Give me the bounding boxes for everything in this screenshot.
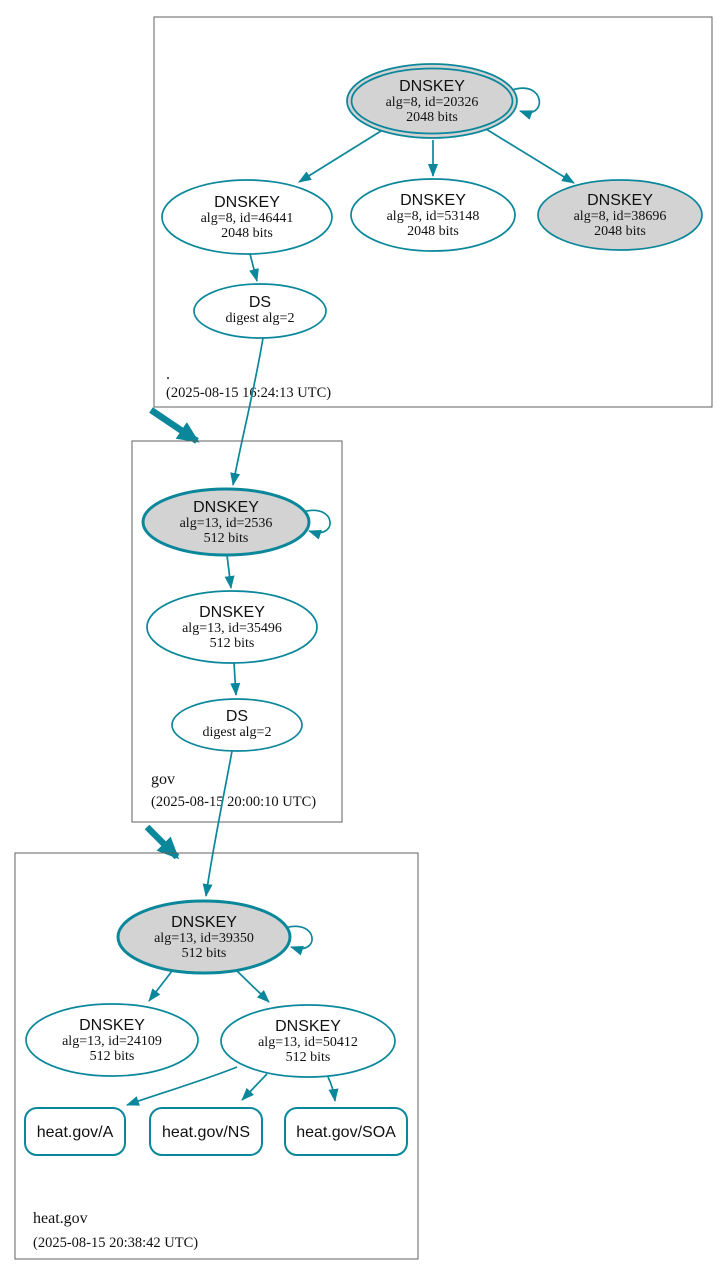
edge-root-ksk-to-dnskey-46441 (298, 130, 382, 183)
root-ds-ellipse (193, 283, 327, 339)
dnskey-39350-ellipse (116, 899, 292, 975)
rrset-heatgov-a-rect (24, 1107, 126, 1156)
dnskey-50412-title: DNSKEY (275, 1018, 341, 1035)
zone-root-label: . (166, 366, 170, 383)
node-rrset-heatgov-a[interactable]: heat.gov/A (24, 1107, 126, 1156)
edge-heatgov-ksk-to-dnskey-24109 (148, 970, 173, 1002)
gov-ds-digest: digest alg=2 (203, 725, 272, 740)
dnskey-50412-bits: 512 bits (286, 1050, 331, 1065)
node-gov-ds[interactable]: DS digest alg=2 (171, 698, 303, 752)
dnskey-38696-title: DNSKEY (587, 192, 653, 209)
dnskey-46441-title: DNSKEY (214, 194, 280, 211)
node-dnskey-39350[interactable]: DNSKEY alg=13, id=39350 512 bits (116, 899, 292, 975)
dnskey-50412-ellipse (220, 1004, 396, 1078)
dnskey-53148-bits: 2048 bits (407, 224, 459, 239)
edge-dnskey-50412-to-rrset-soa (327, 1076, 339, 1102)
dnskey-46441-alg-id: alg=8, id=46441 (201, 211, 294, 226)
edge-root-ksk-to-dnskey-38696 (485, 128, 575, 184)
zone-root-timestamp: (2025-08-15 16:24:13 UTC) (166, 385, 331, 401)
root-ds-digest: digest alg=2 (226, 311, 295, 326)
edge-heatgov-ksk-selfloop (284, 925, 313, 956)
zone-heatgov: DNSKEY alg=13, id=39350 512 bits DNSKEY … (14, 852, 419, 1260)
edge-dnskey-50412-to-rrset-a (126, 1066, 238, 1106)
node-dnskey-50412[interactable]: DNSKEY alg=13, id=50412 512 bits (220, 1004, 396, 1078)
dnskey-20326-alg-id: alg=8, id=20326 (386, 95, 479, 110)
zone-gov-timestamp: (2025-08-15 20:00:10 UTC) (151, 794, 316, 810)
dnskey-24109-alg-id: alg=13, id=24109 (62, 1034, 162, 1049)
rrset-heatgov-ns-label: heat.gov/NS (162, 1124, 250, 1141)
edge-root-ksk-selfloop (511, 87, 541, 120)
dnskey-35496-ellipse (146, 590, 318, 664)
dnskey-2536-title: DNSKEY (193, 499, 259, 516)
edge-dnskey-50412-to-rrset-ns (241, 1073, 268, 1101)
dnskey-53148-title: DNSKEY (400, 192, 466, 209)
node-dnskey-38696[interactable]: DNSKEY alg=8, id=38696 2048 bits (537, 179, 703, 251)
dnskey-20326-bits: 2048 bits (406, 110, 458, 125)
zone-heatgov-timestamp: (2025-08-15 20:38:42 UTC) (33, 1235, 198, 1251)
root-ds-title: DS (249, 294, 271, 311)
dnskey-38696-alg-id: alg=8, id=38696 (574, 209, 667, 224)
edge-gov-ds-to-heatgov-ksk (202, 750, 233, 897)
zone-heatgov-label: heat.gov (33, 1210, 88, 1227)
dnskey-24109-title: DNSKEY (79, 1017, 145, 1034)
dnskey-24109-ellipse (25, 1003, 199, 1077)
rrset-heatgov-soa-label: heat.gov/SOA (296, 1124, 396, 1141)
dnskey-20326-outer-ellipse (346, 63, 518, 139)
dnskey-39350-title: DNSKEY (171, 914, 237, 931)
dnskey-35496-title: DNSKEY (199, 604, 265, 621)
edge-root-ds-to-gov-ksk (230, 337, 264, 486)
edge-gov-ksk-selfloop (302, 509, 331, 540)
node-dnskey-46441[interactable]: DNSKEY alg=8, id=46441 2048 bits (161, 179, 333, 255)
zone-root-box (153, 16, 713, 408)
edge-heatgov-ksk-to-dnskey-50412 (236, 970, 270, 1003)
zone-gov-label: gov (151, 771, 175, 788)
zone-heatgov-box (14, 852, 419, 1260)
dnskey-53148-ellipse (350, 178, 516, 252)
dnskey-39350-alg-id: alg=13, id=39350 (154, 931, 254, 946)
dnskey-2536-bits: 512 bits (204, 531, 249, 546)
edge-gov-ksk-to-dnskey-35496 (224, 554, 235, 589)
dnskey-20326-title: DNSKEY (399, 78, 465, 95)
gov-ds-title: DS (226, 708, 248, 725)
dnskey-46441-ellipse (161, 179, 333, 255)
node-dnskey-2536[interactable]: DNSKEY alg=13, id=2536 512 bits (141, 487, 311, 557)
edge-dnskey-46441-to-ds (249, 253, 259, 282)
edge-root-zone-to-gov-zone-delegation (149, 407, 200, 444)
edge-gov-zone-to-heatgov-zone-delegation (144, 824, 180, 860)
rrset-heatgov-soa-rect (284, 1107, 408, 1156)
dnskey-24109-bits: 512 bits (90, 1049, 135, 1064)
dnskey-39350-bits: 512 bits (182, 946, 227, 961)
dnskey-2536-alg-id: alg=13, id=2536 (180, 516, 273, 531)
dnskey-53148-alg-id: alg=8, id=53148 (387, 209, 480, 224)
dnskey-20326-inner-ellipse (350, 67, 514, 135)
zone-root: DNSKEY alg=8, id=20326 2048 bits DNSKEY … (153, 16, 713, 408)
zone-gov-box (131, 440, 343, 823)
node-dnskey-35496[interactable]: DNSKEY alg=13, id=35496 512 bits (146, 590, 318, 664)
dnskey-50412-alg-id: alg=13, id=50412 (258, 1035, 358, 1050)
gov-ds-ellipse (171, 698, 303, 752)
rrset-heatgov-a-label: heat.gov/A (37, 1124, 114, 1141)
dnskey-38696-ellipse (537, 179, 703, 251)
dnskey-35496-bits: 512 bits (210, 636, 255, 651)
zone-gov: DNSKEY alg=13, id=2536 512 bits DNSKEY a… (131, 440, 343, 823)
dnskey-38696-bits: 2048 bits (594, 224, 646, 239)
dnskey-46441-bits: 2048 bits (221, 226, 273, 241)
node-root-ds[interactable]: DS digest alg=2 (193, 283, 327, 339)
dnskey-2536-ellipse (141, 487, 311, 557)
edge-dnskey-35496-to-ds (230, 662, 241, 696)
dnskey-35496-alg-id: alg=13, id=35496 (182, 621, 282, 636)
node-rrset-heatgov-ns[interactable]: heat.gov/NS (149, 1107, 263, 1156)
node-dnskey-53148[interactable]: DNSKEY alg=8, id=53148 2048 bits (350, 178, 516, 252)
node-dnskey-20326[interactable]: DNSKEY alg=8, id=20326 2048 bits (346, 63, 518, 139)
node-dnskey-24109[interactable]: DNSKEY alg=13, id=24109 512 bits (25, 1003, 199, 1077)
rrset-heatgov-ns-rect (149, 1107, 263, 1156)
node-rrset-heatgov-soa[interactable]: heat.gov/SOA (284, 1107, 408, 1156)
